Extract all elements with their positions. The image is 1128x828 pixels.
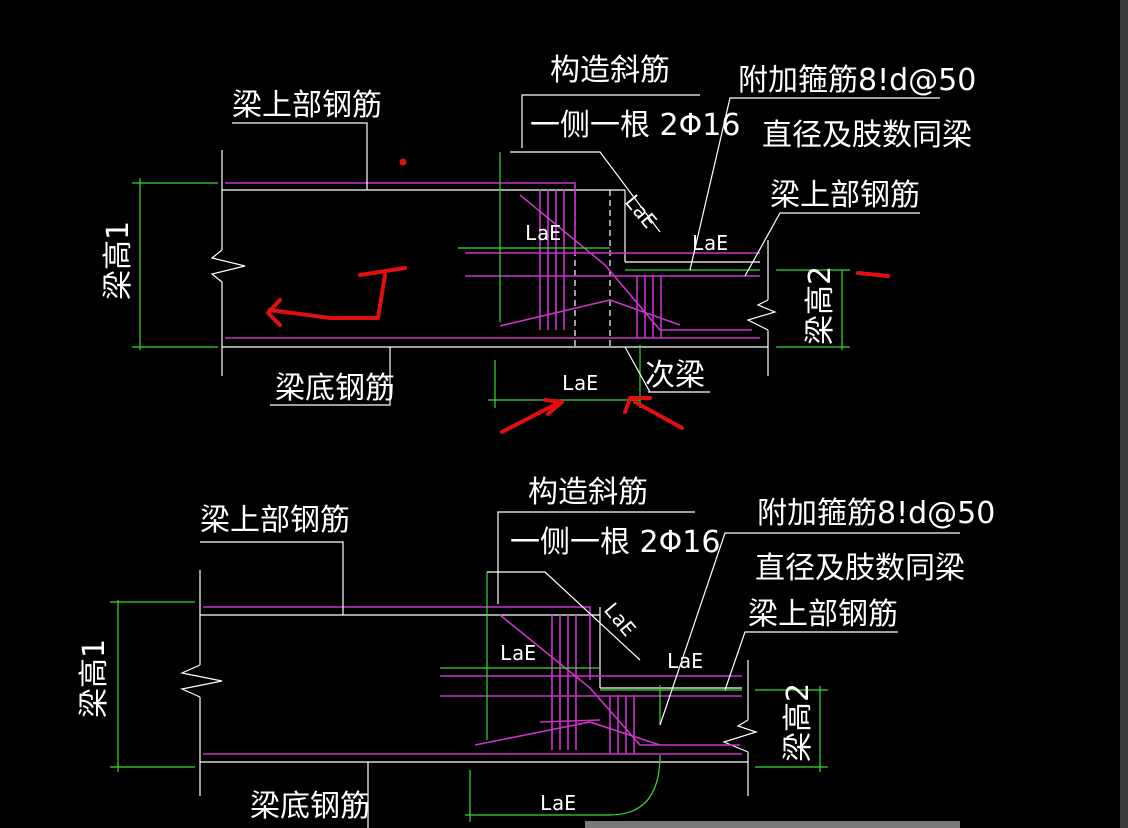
bottom-dimensions: [110, 572, 828, 822]
bottom-label-diagonal-title: 构造斜筋: [528, 475, 648, 510]
red-markup-annotations: [266, 158, 890, 434]
top-label-beam-height-1: 梁高1: [101, 221, 136, 300]
bottom-diagonal-leader: [487, 571, 641, 661]
bottom-label-top-rebar-secondary: 梁上部钢筋: [748, 597, 898, 632]
window-right-edge: [1120, 0, 1128, 828]
top-dimensions: [132, 152, 850, 408]
top-label-top-rebar-main: 梁上部钢筋: [232, 88, 382, 123]
top-beam-outline: [210, 150, 777, 376]
top-leaders: [232, 94, 940, 406]
bottom-label-stirrup-spec: 附加箍筋8!d@50: [757, 496, 995, 531]
top-label-stirrup-spec: 附加箍筋8!d@50: [738, 63, 976, 98]
bottom-label-beam-height-1: 梁高1: [77, 639, 112, 718]
bottom-label-beam-height-2: 梁高2: [781, 683, 816, 762]
bottom-leaders: [200, 511, 960, 726]
bottom-anchor-lae-3: LaE: [667, 649, 703, 673]
bottom-anchor-lae-1: LaE: [500, 641, 536, 665]
bottom-anchor-lae-4: LaE: [540, 791, 576, 815]
bottom-label-bottom-rebar: 梁底钢筋: [250, 789, 370, 824]
bottom-label-top-rebar-main: 梁上部钢筋: [200, 503, 350, 538]
horizontal-scrollbar[interactable]: [585, 821, 960, 828]
top-label-diagonal-title: 构造斜筋: [550, 53, 670, 88]
detail-bottom: 梁上部钢筋 构造斜筋 一侧一根 2Φ16 附加箍筋8!d@50 直径及肢数同梁 …: [77, 475, 995, 828]
top-label-stirrup-note: 直径及肢数同梁: [762, 118, 972, 153]
top-label-beam-height-2: 梁高2: [803, 266, 838, 345]
top-label-bottom-rebar: 梁底钢筋: [275, 371, 395, 406]
bottom-label-stirrup-note: 直径及肢数同梁: [755, 551, 965, 586]
top-diagonal-leader: [510, 151, 661, 233]
top-label-diagonal-spec: 一侧一根 2Φ16: [530, 108, 740, 143]
top-rebar-lines: [225, 182, 760, 339]
bottom-beam-outline: [180, 570, 758, 828]
bottom-label-diagonal-spec: 一侧一根 2Φ16: [510, 525, 720, 560]
detail-top: 梁上部钢筋 构造斜筋 一侧一根 2Φ16 附加箍筋8!d@50 直径及肢数同梁 …: [101, 53, 976, 434]
top-anchor-lae-4: LaE: [562, 371, 598, 395]
top-anchor-lae-3: LaE: [692, 231, 728, 255]
bottom-anchor-lae-2: LaE: [599, 598, 641, 641]
bottom-rebar-lines: [203, 606, 742, 755]
top-label-top-rebar-secondary: 梁上部钢筋: [770, 178, 920, 213]
top-label-secondary-beam: 次梁: [645, 358, 705, 393]
top-anchor-lae-1: LaE: [525, 221, 561, 245]
